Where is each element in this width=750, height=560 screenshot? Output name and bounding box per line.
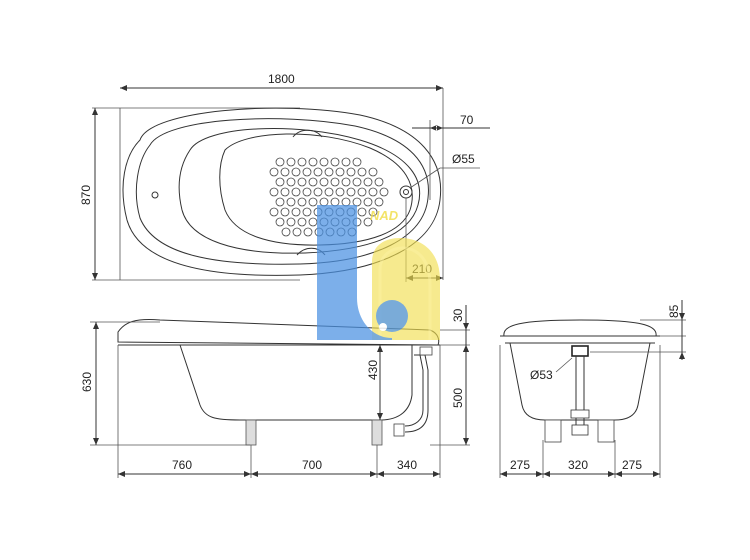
dim-drain-diameter: Ø53 bbox=[530, 368, 553, 382]
dim-feet-spacing: 700 bbox=[302, 458, 322, 472]
dim-total-height: 630 bbox=[80, 372, 94, 392]
watermark-logo: NAD bbox=[317, 205, 440, 340]
dim-width: 870 bbox=[79, 185, 93, 205]
dim-overflow-diameter: Ø55 bbox=[452, 152, 475, 166]
dim-end-left: 275 bbox=[510, 458, 530, 472]
end-view: Ø53 85 275 320 275 bbox=[499, 300, 686, 478]
dim-drain-height: 430 bbox=[366, 360, 380, 380]
dim-rim-drop: 30 bbox=[451, 308, 465, 322]
dim-feet-left: 760 bbox=[172, 458, 192, 472]
dim-inner-height: 500 bbox=[451, 388, 465, 408]
dim-overflow-offset: 70 bbox=[460, 113, 474, 127]
dim-rim-height: 85 bbox=[667, 304, 681, 318]
side-view: 630 30 430 500 760 700 340 bbox=[80, 305, 470, 478]
dim-feet-right: 340 bbox=[397, 458, 417, 472]
dim-length: 1800 bbox=[268, 72, 295, 86]
watermark-text: NAD bbox=[370, 208, 399, 223]
dim-end-right: 275 bbox=[622, 458, 642, 472]
top-view: 1800 870 Ø55 bbox=[79, 72, 490, 282]
dim-end-feet-spacing: 320 bbox=[568, 458, 588, 472]
